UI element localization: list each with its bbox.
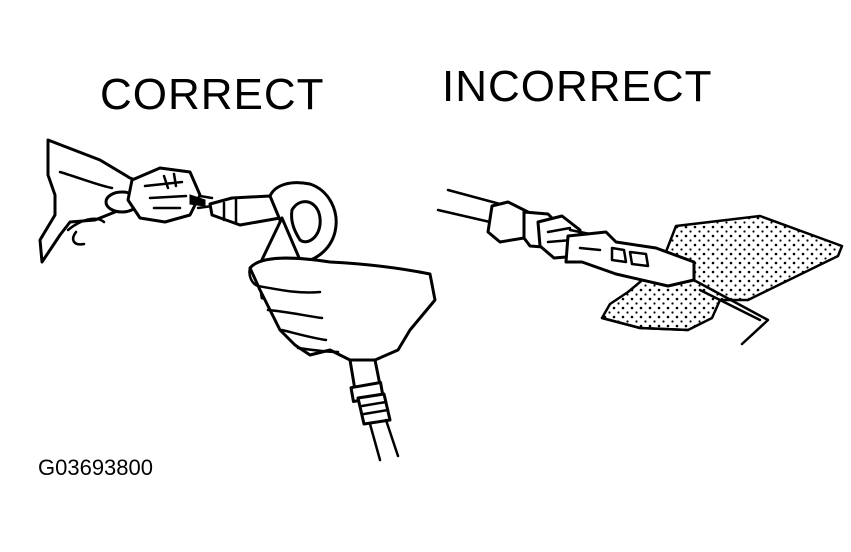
right-hand-illustration	[248, 256, 437, 362]
connector-being-cleaned	[126, 166, 214, 224]
figure-code: G03693800	[38, 455, 153, 480]
correct-heading: CORRECT	[100, 70, 325, 119]
terminal-probe-tool	[564, 230, 696, 288]
cloth-dotted	[600, 214, 844, 332]
incorrect-heading: INCORRECT	[442, 62, 713, 111]
air-hose	[348, 358, 400, 462]
wire-harness	[436, 188, 770, 346]
